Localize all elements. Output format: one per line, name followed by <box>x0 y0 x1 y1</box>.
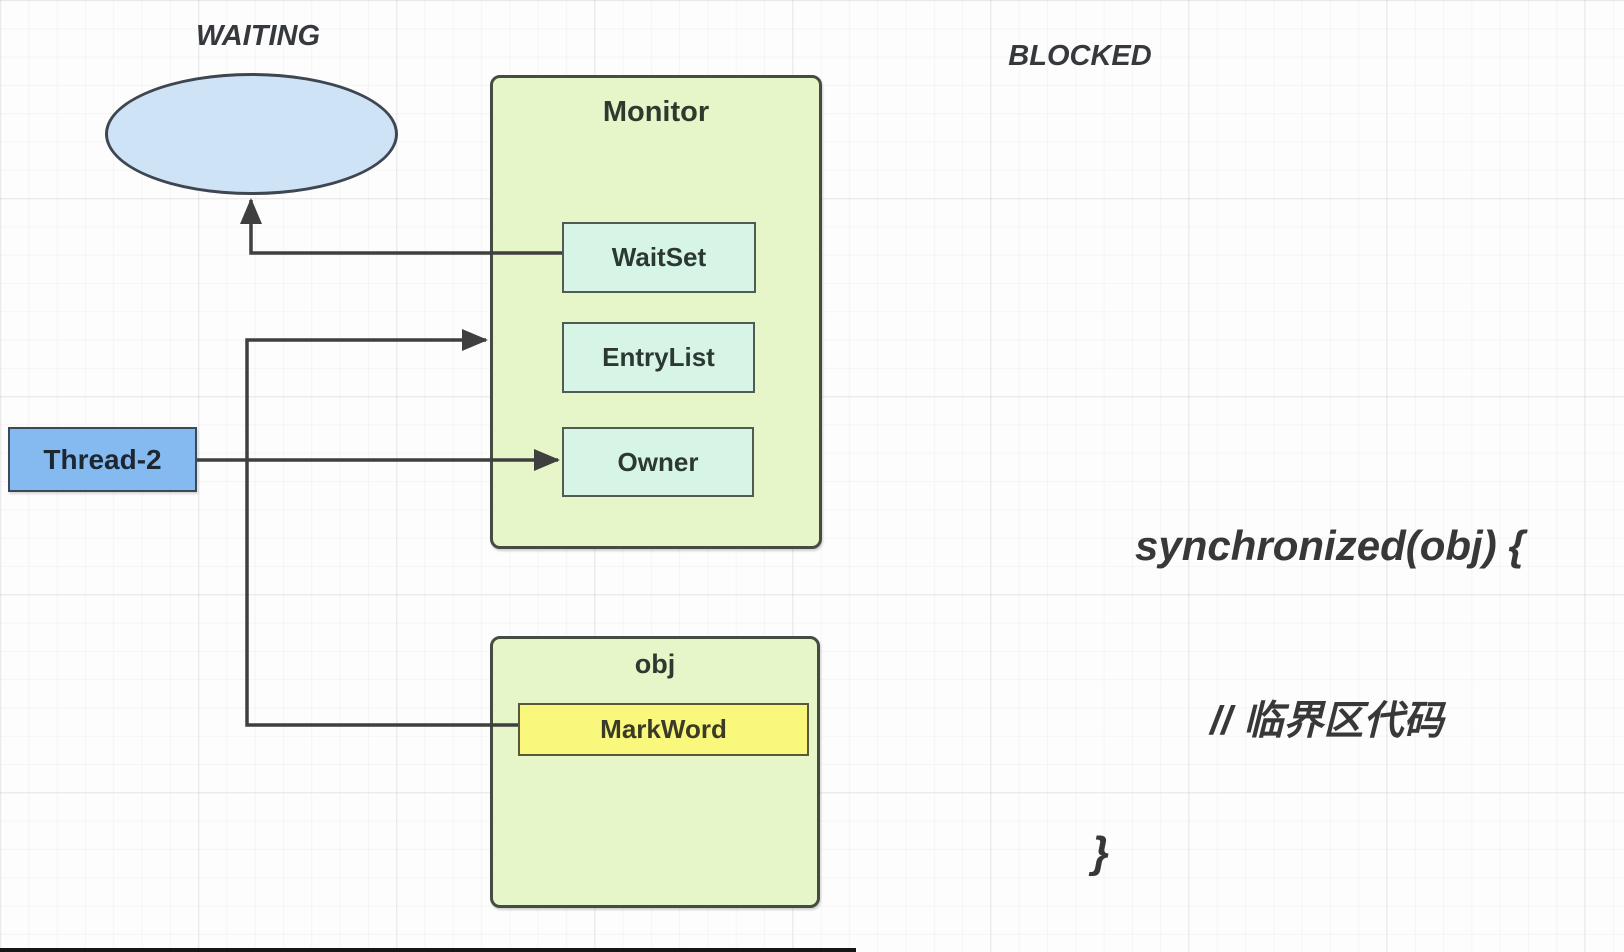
wait-set-ellipse <box>105 73 398 195</box>
monitor-title: Monitor <box>602 96 710 128</box>
blocked-state-label: BLOCKED <box>1008 40 1152 72</box>
bottom-edge-strip <box>0 948 856 952</box>
code-critical-section-comment: // 临界区代码 <box>1210 699 1444 743</box>
waiting-state-label: WAITING <box>195 20 321 52</box>
entrylist-field: EntryList <box>562 322 755 393</box>
code-synchronized-line: synchronized(obj) { <box>1135 522 1525 569</box>
monitor-box: Monitor WaitSet EntryList Owner <box>490 75 822 549</box>
markword-field: MarkWord <box>518 703 809 756</box>
edge-markword-to-entrylist <box>245 329 518 727</box>
obj-title: obj <box>634 649 676 679</box>
owner-field: Owner <box>562 427 754 497</box>
waitset-field: WaitSet <box>562 222 756 293</box>
obj-box: obj MarkWord <box>490 636 820 908</box>
thread-2-node: Thread-2 <box>8 427 197 492</box>
code-closing-brace: } <box>1092 828 1110 877</box>
